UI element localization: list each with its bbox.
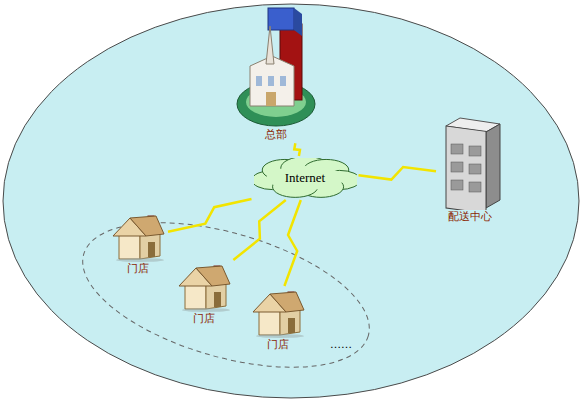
node-label: 门店 bbox=[193, 312, 215, 325]
headquarters-icon bbox=[236, 6, 316, 128]
headquarters-node: 总部 bbox=[236, 6, 316, 141]
distribution-center-icon bbox=[438, 116, 502, 210]
lightning-link bbox=[168, 199, 252, 232]
ellipsis-label: …… bbox=[330, 338, 352, 351]
internet-cloud: Internet bbox=[254, 158, 357, 198]
store-node: 门店 bbox=[250, 288, 306, 351]
store-node: 门店 bbox=[176, 262, 232, 325]
lightning-link bbox=[359, 167, 437, 180]
store-icon bbox=[250, 288, 306, 338]
store-group-outline bbox=[67, 195, 386, 396]
store-icon bbox=[110, 212, 166, 262]
lightning-link bbox=[294, 143, 300, 156]
node-label: 配送中心 bbox=[448, 210, 492, 223]
cloud-label: Internet bbox=[285, 170, 325, 186]
store-icon bbox=[176, 262, 232, 312]
store-node: 门店 bbox=[110, 212, 166, 275]
network-region bbox=[3, 4, 579, 398]
node-label: 门店 bbox=[267, 338, 289, 351]
lightning-link bbox=[233, 200, 285, 260]
lightning-link bbox=[284, 200, 300, 286]
distribution-center-node: 配送中心 bbox=[438, 116, 502, 223]
node-label: 总部 bbox=[265, 128, 287, 141]
node-label: 门店 bbox=[127, 262, 149, 275]
